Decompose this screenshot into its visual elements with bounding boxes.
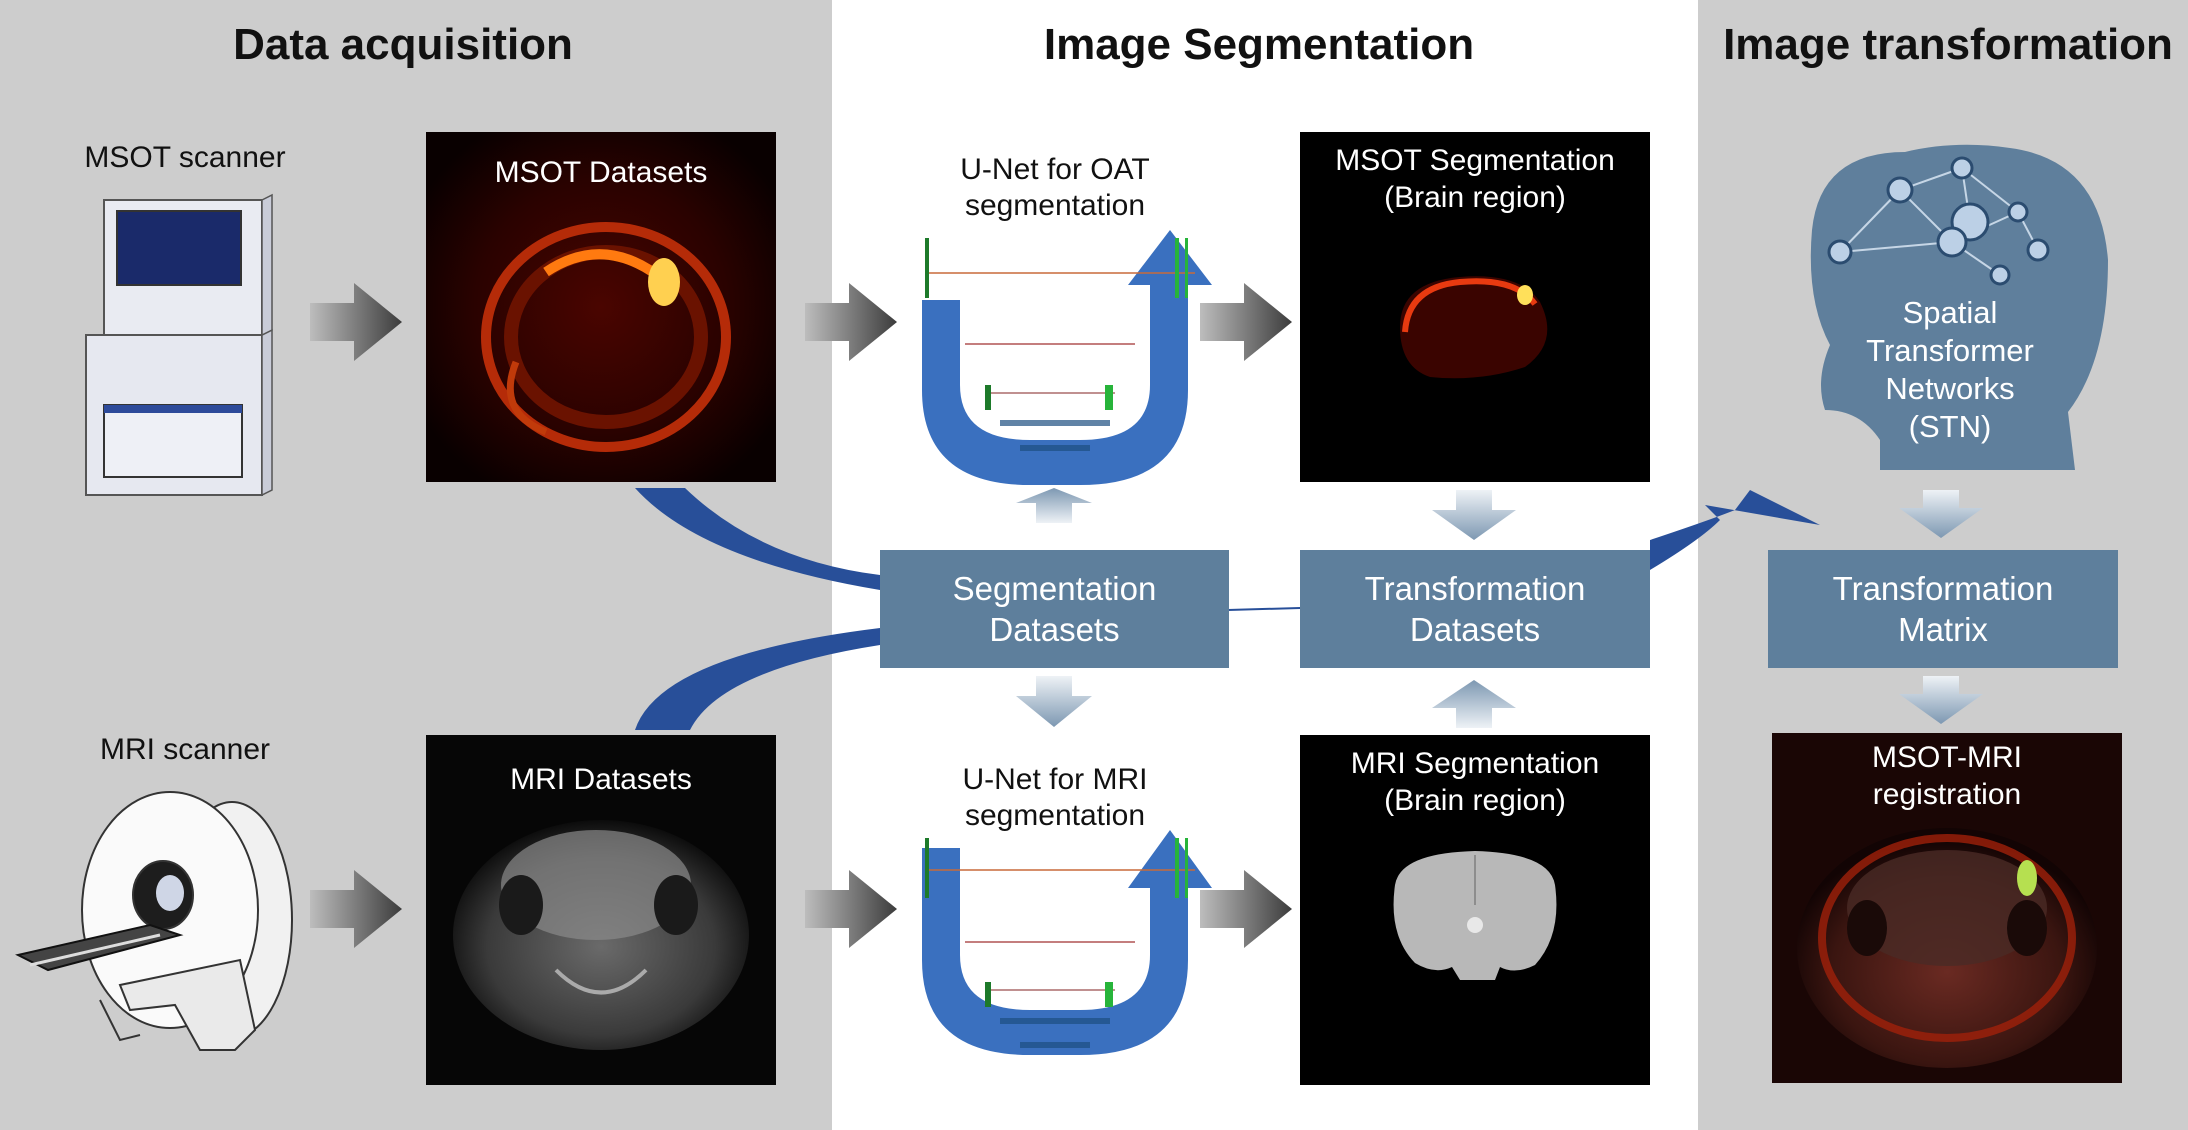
mri-segmentation-label-line2: (Brain region) (1384, 784, 1566, 817)
gray-arrow-mri-3 (1200, 870, 1292, 948)
mri-segmentation-image: MRI Segmentation (Brain region) (1300, 735, 1650, 1085)
gray-arrow-msot-1 (310, 283, 402, 361)
heading-data-acquisition: Data acquisition (233, 20, 573, 69)
stn-label-line4: (STN) (1908, 409, 1992, 444)
mri-scanner-label: MRI scanner (99, 733, 271, 766)
gray-arrow-mri-2 (805, 870, 897, 948)
mri-dataset-image: MRI Datasets (426, 735, 776, 1085)
pale-arrow-down-matrix (1899, 676, 1983, 724)
seg-trans-connector (1227, 607, 1301, 611)
transformation-datasets-line1: Transformation (1364, 570, 1586, 607)
pale-arrow-down-mri (1016, 676, 1092, 727)
transformation-matrix-line1: Transformation (1832, 570, 2054, 607)
unet-mri-label-line1: U-Net for MRI (962, 763, 1148, 796)
msot-datasets-label: MSOT Datasets (494, 156, 708, 189)
pale-arrow-up-mri-seg (1432, 680, 1516, 728)
unet-oat-label: U-Net for OAT segmentation (890, 152, 1220, 224)
pale-arrow-down-stn (1899, 490, 1983, 538)
unet-mri-label: U-Net for MRI segmentation (890, 762, 1220, 834)
gray-arrow-mri-1 (310, 870, 402, 948)
transformation-datasets-box: Transformation Datasets (1300, 550, 1650, 668)
mri-scanner-illustration (15, 791, 293, 1051)
unet-mri-label-line2: segmentation (964, 799, 1146, 832)
unet-oat-diagram (922, 230, 1212, 485)
msot-segmentation-label-line2: (Brain region) (1384, 181, 1566, 214)
transformation-datasets-line2: Datasets (1409, 611, 1541, 648)
mri-segmentation-label-line1: MRI Segmentation (1350, 747, 1600, 780)
unet-oat-label-line1: U-Net for OAT (960, 153, 1150, 186)
msot-mri-registration-image: MSOT-MRI registration (1772, 733, 2122, 1083)
msot-segmentation-label-line1: MSOT Segmentation (1335, 144, 1615, 177)
stn-label: Spatial Transformer Networks (STN) (1830, 294, 2070, 446)
mri-datasets-label: MRI Datasets (510, 763, 692, 796)
unet-oat-label-line2: segmentation (964, 189, 1146, 222)
stn-head-illustration (1810, 144, 2108, 471)
registration-label-line2: registration (1872, 778, 2022, 811)
transformation-matrix-line2: Matrix (1898, 611, 1988, 648)
stn-label-line1: Spatial (1902, 295, 1998, 330)
blue-connector-msot-to-seg (635, 488, 880, 590)
heading-image-transformation: Image transformation (1723, 20, 2173, 69)
segmentation-datasets-line2: Datasets (989, 611, 1120, 648)
mri-segmentation-label: MRI Segmentation (Brain region) (1300, 745, 1650, 819)
blue-connector-trans-to-stn (1650, 490, 1820, 570)
registration-label-line1: MSOT-MRI (1872, 741, 2022, 774)
blue-connector-mri-to-seg (635, 628, 880, 730)
msot-segmentation-label: MSOT Segmentation (Brain region) (1300, 142, 1650, 216)
stn-label-line2: Transformer (1866, 333, 2034, 368)
registration-label: MSOT-MRI registration (1772, 739, 2122, 813)
msot-scanner-label: MSOT scanner (84, 141, 286, 174)
gray-arrow-msot-2 (805, 283, 897, 361)
transformation-matrix-box: Transformation Matrix (1768, 550, 2118, 668)
msot-scanner-illustration (85, 193, 273, 497)
msot-segmentation-image: MSOT Segmentation (Brain region) (1300, 132, 1650, 482)
pale-arrow-down-msot-seg (1432, 490, 1516, 540)
unet-mri-diagram (922, 830, 1212, 1055)
stn-label-line3: Networks (1885, 371, 2015, 406)
segmentation-datasets-line1: Segmentation (952, 570, 1157, 607)
heading-image-segmentation: Image Segmentation (1043, 20, 1475, 69)
segmentation-datasets-box: Segmentation Datasets (880, 550, 1229, 668)
msot-dataset-image: MSOT Datasets (426, 132, 776, 482)
gray-arrow-msot-3 (1200, 283, 1292, 361)
pale-arrow-up-oat (1016, 488, 1092, 523)
